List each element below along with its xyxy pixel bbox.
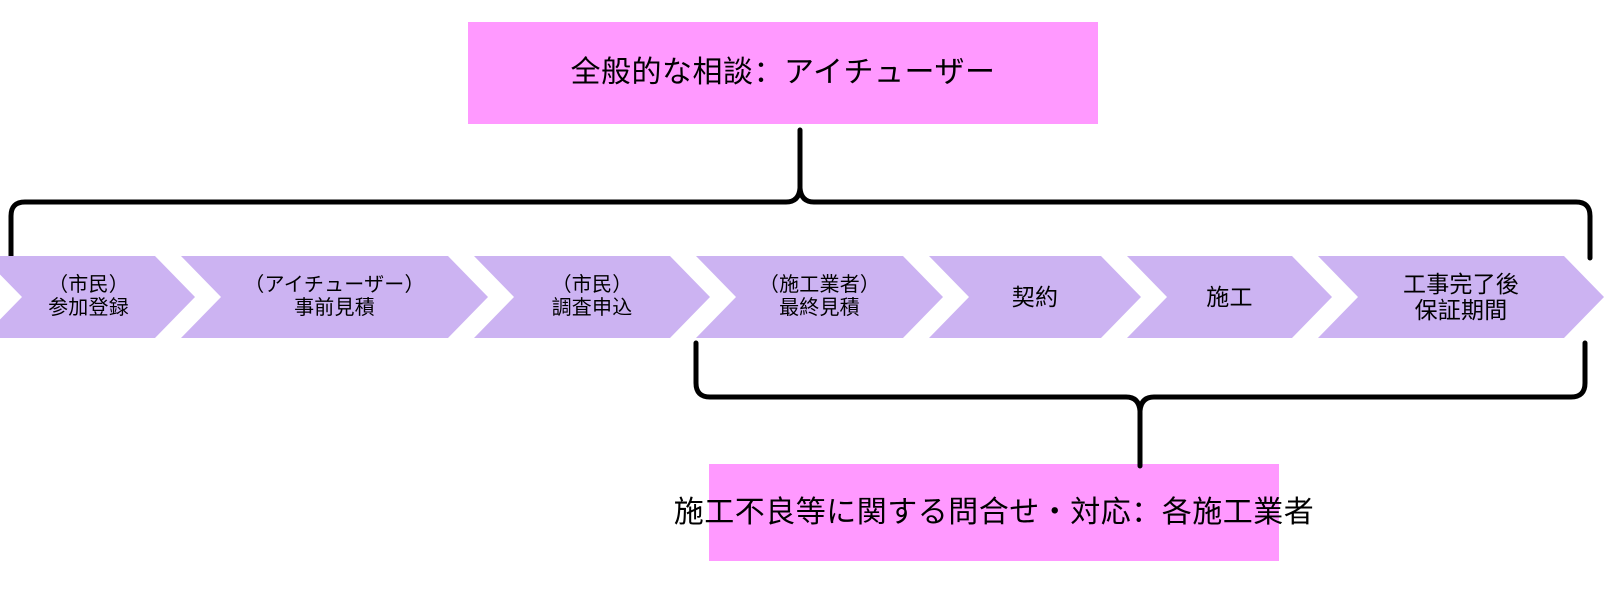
- chevron-step-3[interactable]: （市民） 調査申込: [474, 256, 710, 338]
- chevron-step-4-label: （施工業者） 最終見積: [759, 274, 880, 320]
- chevron-step-3-label: （市民） 調査申込: [552, 274, 633, 320]
- chevron-step-1[interactable]: （市民） 参加登録: [0, 256, 195, 338]
- chevron-step-4[interactable]: （施工業者） 最終見積: [696, 256, 943, 338]
- chevron-step-2-label: （アイチューザー） 事前見積: [244, 274, 424, 320]
- top-callout-label: 全般的な相談：アイチューザー: [570, 56, 996, 89]
- chevron-step-3-line1: （市民）: [551, 274, 633, 297]
- bottom-callout-label: 施工不良等に関する問合せ・対応：各施工業者: [673, 495, 1315, 529]
- top-brace-path: [8, 127, 1593, 261]
- chevron-step-2-line2: 事前見積: [294, 297, 375, 319]
- bottom-brace-path: [693, 340, 1588, 469]
- bottom-callout-box: 施工不良等に関する問合せ・対応：各施工業者: [674, 464, 1314, 561]
- chevron-step-1-line2: 参加登録: [48, 297, 129, 319]
- chevron-step-2-line1: （アイチューザー）: [244, 274, 425, 297]
- chevron-step-7-line2: 保証期間: [1414, 297, 1508, 323]
- chevron-step-4-line1: （施工業者）: [758, 274, 881, 297]
- chevron-step-4-line2: 最終見積: [779, 297, 860, 319]
- chevron-step-5[interactable]: 契約: [929, 256, 1141, 338]
- chevron-step-1-label: （市民） 参加登録: [48, 274, 129, 320]
- chevron-step-1-line1: （市民）: [48, 274, 129, 297]
- chevron-step-3-line2: 調査申込: [551, 297, 633, 319]
- chevron-step-7-line1: 工事完了後: [1403, 270, 1519, 297]
- chevron-step-6-label: 施工: [1206, 283, 1253, 310]
- chevron-step-7[interactable]: 工事完了後 保証期間: [1318, 256, 1604, 338]
- process-chevron-band: （市民） 参加登録 （アイチューザー） 事前見積 （市民） 調査申込 （施工業者…: [0, 256, 1604, 338]
- chevron-step-2[interactable]: （アイチューザー） 事前見積: [181, 256, 488, 338]
- top-callout-box: 全般的な相談：アイチューザー: [468, 22, 1098, 124]
- chevron-step-5-label: 契約: [1011, 283, 1059, 310]
- chevron-step-7-label: 工事完了後 保証期間: [1403, 271, 1519, 323]
- chevron-step-6[interactable]: 施工: [1127, 256, 1332, 338]
